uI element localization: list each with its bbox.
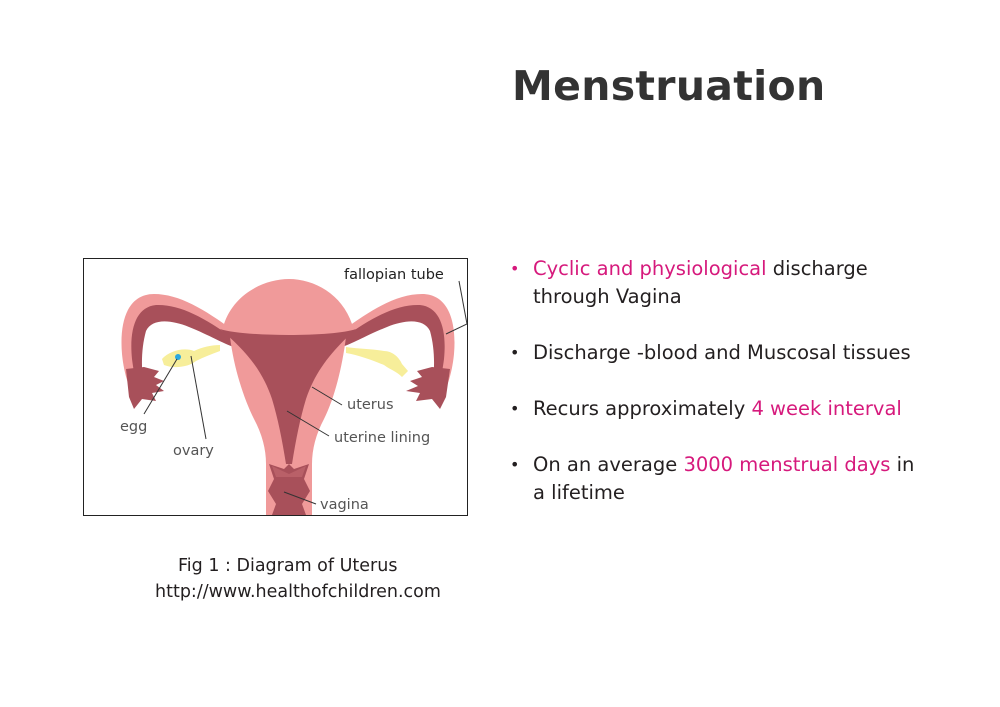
bullet-item: Cyclic and physiological discharge throu… (510, 255, 930, 311)
bullet-text: discharge through Vagina (533, 257, 868, 308)
bullet-text: On an average (533, 453, 684, 476)
label-egg: egg (120, 419, 147, 435)
left-fallopian-tube (121, 294, 234, 399)
figure-caption: Fig 1 : Diagram of Uterus http://www.hea… (155, 553, 441, 605)
label-uterine-lining: uterine lining (334, 430, 430, 446)
bullet-highlight: 4 week interval (751, 397, 902, 420)
slide-title: Menstruation (512, 62, 826, 110)
bullet-list: Cyclic and physiological discharge throu… (510, 255, 930, 535)
bullet-text: Discharge -blood and Muscosal tissues (533, 341, 911, 364)
bullet-text: in a lifetime (533, 453, 915, 504)
uterus-illustration: fallopian tube uterus uterine lining vag… (120, 267, 467, 515)
label-ovary: ovary (173, 443, 214, 459)
right-ovary (346, 347, 408, 377)
caption-source: http://www.healthofchildren.com (155, 582, 441, 602)
uterus-diagram: fallopian tube uterus uterine lining vag… (83, 258, 468, 516)
label-uterus: uterus (347, 397, 394, 413)
label-fallopian-tube: fallopian tube (344, 267, 444, 283)
right-fimbriae (406, 367, 450, 409)
bullet-item: Discharge -blood and Muscosal tissues (510, 339, 930, 367)
label-vagina: vagina (320, 497, 369, 513)
bullet-text: Recurs approximately (533, 397, 752, 420)
uterine-lining (220, 329, 356, 464)
bullet-highlight: 3000 menstrual days (683, 453, 891, 476)
left-fimbriae (126, 367, 164, 409)
right-fallopian-tube (342, 294, 455, 399)
bullet-highlight: Cyclic and physiological (533, 257, 767, 280)
egg-cell (175, 354, 181, 360)
bullet-item: On an average 3000 menstrual days in a l… (510, 451, 930, 507)
caption-title: Fig 1 : Diagram of Uterus (178, 556, 398, 576)
bullet-item: Recurs approximately 4 week interval (510, 395, 930, 423)
